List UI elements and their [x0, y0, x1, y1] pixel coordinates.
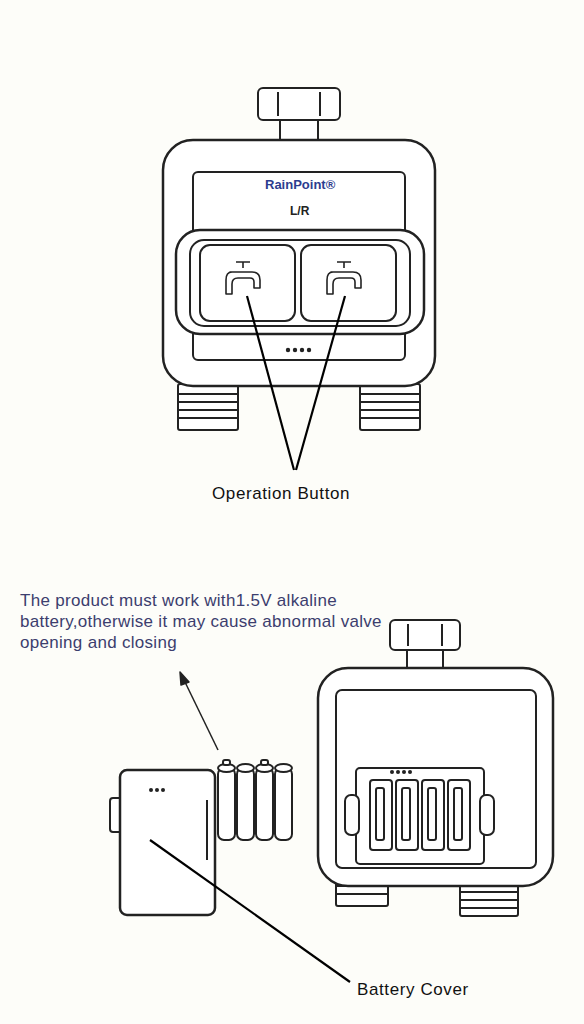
part-label: Operation Button [212, 484, 350, 504]
side-mark: L/R [290, 204, 309, 218]
battery-note: The product must work with1.5V alkaline … [20, 590, 385, 653]
brand-logo: RainPoint® [265, 177, 335, 192]
part-label: Battery Cover [357, 980, 469, 1000]
